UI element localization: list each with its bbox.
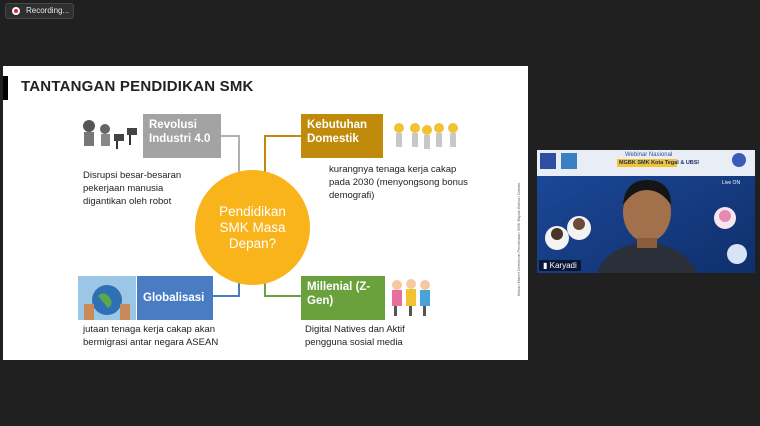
live-label: Live ON [722,180,741,186]
center-text: Pendidikan SMK Masa Depan? [219,203,286,251]
participant-name-tag: ▮ Karyadi [539,260,581,271]
participant-video-tile[interactable]: Webinar Nasional MGBK SMK Kota Tegal & U… [537,150,755,273]
globalisasi-desc: jutaan tenaga kerja cakap akan bermigras… [83,324,219,348]
webinar-background [537,150,755,273]
slide-title: TANTANGAN PENDIDIKAN SMK [21,78,254,95]
participant-name: Karyadi [549,261,577,270]
webinar-header: Webinar Nasional [625,152,673,158]
recording-indicator: Recording... [5,3,74,19]
signal-icon: ▮ [543,261,548,270]
youth-icon [392,279,430,316]
side-credit: Bahan Materi Direktorat Pembinaan SMK Ba… [516,182,521,296]
recording-label: Recording... [26,6,70,15]
globalisasi-box: Globalisasi [137,276,213,320]
kebutuhan-domestik-box: Kebutuhan Domestik [301,114,383,158]
revolusi-industri-desc: Disrupsi besar-besaran pekerjaan manusia… [83,170,182,207]
workers-icon [394,123,458,149]
center-circle: Pendidikan SMK Masa Depan? [195,170,310,285]
title-accent-bar [3,76,8,100]
record-dot-icon [12,7,20,15]
webinar-subheader: MGBK SMK Kota Tegal & UBSI [619,160,699,166]
globe-hands-icon [78,276,136,320]
kebutuhan-domestik-desc: kurangnya tenaga kerja cakap pada 2030 (… [329,164,468,201]
shared-slide: TANTANGAN PENDIDIKAN SMK Pendidikan SMK … [3,66,528,360]
revolusi-industri-box: Revolusi Industri 4.0 [143,114,221,158]
robots-icon [83,120,137,149]
millenial-desc: Digital Natives dan Aktif pengguna sosia… [305,324,405,348]
millenial-box: Millenial (Z-Gen) [301,276,385,320]
